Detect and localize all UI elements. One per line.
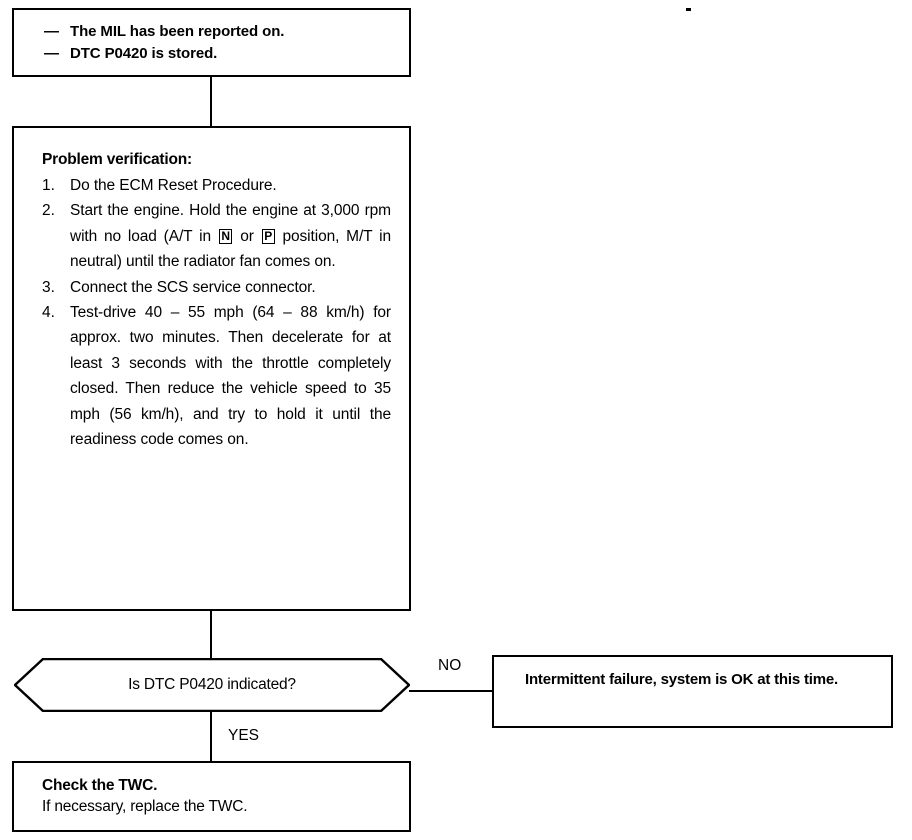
list-item: 3. Connect the SCS service connector. <box>42 275 409 300</box>
connector-decision-to-intermittent <box>409 690 493 692</box>
check-twc-box: Check the TWC. If necessary, replace the… <box>12 761 411 832</box>
symptom-list: — The MIL has been reported on. — DTC P0… <box>14 10 409 65</box>
connector-decision-to-twc <box>210 710 212 762</box>
connector-verification-to-decision <box>210 609 212 659</box>
step-text-part: Start the engine. Hold the engine at 3,0… <box>70 202 391 245</box>
list-item: — DTC P0420 is stored. <box>14 43 409 65</box>
step-text: Test-drive 40 – 55 mph (64 – 88 km/h) fo… <box>70 304 391 449</box>
step-text: Connect the SCS service connector. <box>70 278 316 296</box>
check-twc-subtitle: If necessary, replace the TWC. <box>42 798 248 815</box>
decision-question: Is DTC P0420 indicated? <box>128 676 296 693</box>
step-text: Start the engine. Hold the engine at 3,0… <box>70 198 391 274</box>
dash-bullet-icon: — <box>44 45 59 62</box>
intermittent-failure-box: Intermittent failure, system is OK at th… <box>492 655 893 728</box>
branch-label-no: NO <box>438 657 462 674</box>
list-item: 1. Do the ECM Reset Procedure. <box>42 173 409 198</box>
step-text: Do the ECM Reset Procedure. <box>70 177 277 194</box>
step-text-part: or <box>233 227 261 245</box>
section-title: Problem verification: <box>42 151 192 168</box>
step-number: 4. <box>42 304 55 322</box>
decision-hexagon: Is DTC P0420 indicated? <box>14 658 410 712</box>
list-item: 4. Test-drive 40 – 55 mph (64 – 88 km/h)… <box>42 300 409 452</box>
problem-verification-box: Problem verification: 1. Do the ECM Rese… <box>12 126 411 611</box>
symptom-text: DTC P0420 is stored. <box>70 45 218 62</box>
dash-bullet-icon: — <box>44 23 59 40</box>
list-item: — The MIL has been reported on. <box>14 21 409 43</box>
symptom-box: — The MIL has been reported on. — DTC P0… <box>12 8 411 77</box>
gear-position-n-icon: N <box>218 228 233 244</box>
hexagon-shape-icon <box>14 658 410 712</box>
step-text-part: position, M/T in neutral) until the radi… <box>70 227 391 271</box>
symptom-text: The MIL has been reported on. <box>70 23 285 40</box>
step-number: 2. <box>42 202 55 220</box>
scan-artifact-speck <box>686 8 691 11</box>
verification-step-list: 1. Do the ECM Reset Procedure. 2. Start … <box>14 173 409 452</box>
check-twc-title: Check the TWC. <box>42 777 158 794</box>
step-number: 3. <box>42 278 55 296</box>
intermittent-failure-text: Intermittent failure, system is OK at th… <box>525 671 838 688</box>
branch-label-yes: YES <box>228 727 260 744</box>
gear-position-p-icon: P <box>261 228 275 244</box>
list-item: 2. Start the engine. Hold the engine at … <box>42 198 409 274</box>
step-number: 1. <box>42 177 55 194</box>
connector-symptom-to-verification <box>210 76 212 127</box>
